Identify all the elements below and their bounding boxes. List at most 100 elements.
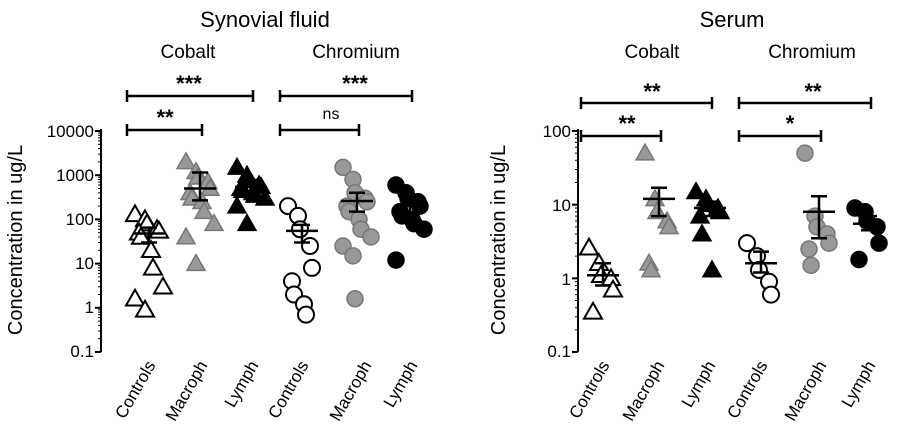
x-tick-labels: Controls Macroph Lymph Controls Macroph …: [111, 358, 421, 425]
group-label-cobalt: Cobalt: [625, 42, 681, 63]
data-point: [344, 247, 362, 265]
data-point: [134, 298, 156, 318]
data-point: [750, 260, 768, 279]
data-point: [124, 203, 146, 223]
y-tick-label: 10: [75, 254, 94, 273]
y-tick-label: 10: [552, 196, 571, 215]
x-tick-labels: Controls Macroph Lymph Controls Macroph …: [565, 358, 879, 425]
data-point: [187, 166, 209, 185]
data-point: [185, 253, 207, 272]
sem-error-bar: [141, 226, 157, 244]
data-point: [762, 285, 780, 304]
x-tick-label-lymph: Lymph: [838, 358, 880, 411]
data-point: [362, 228, 380, 246]
significance-label: ***: [342, 71, 368, 96]
data-point: [850, 250, 868, 269]
significance-label: ***: [176, 71, 202, 96]
y-tick-labels: 0.1 1 10 100: [543, 122, 571, 361]
x-tick-label-lymph: Lymph: [380, 358, 422, 411]
data-point: [203, 213, 225, 232]
sem-error-bar: [243, 178, 259, 194]
data-point: [640, 259, 662, 278]
data-point: [346, 290, 364, 308]
significance-bracket: [278, 90, 414, 102]
x-tick-label-lymph: Lymph: [678, 358, 720, 411]
x-tick-label-macroph: Macroph: [619, 358, 669, 425]
data-point: [602, 278, 624, 298]
x-tick-label-controls: Controls: [565, 358, 613, 422]
data-point: [578, 236, 600, 256]
y-axis-title: Concentration in ug/L: [5, 145, 27, 335]
data-point: [175, 226, 197, 245]
sem-error-bar: [349, 191, 365, 213]
significance-bracket: [737, 130, 823, 142]
significance-bracket: [579, 97, 714, 109]
sem-error-bar: [811, 195, 827, 240]
significance-bracket: [125, 124, 204, 136]
data-point: [236, 213, 258, 232]
significance-bracket: [125, 90, 255, 102]
y-tick-label: 1: [85, 298, 94, 317]
data-point: [796, 144, 814, 162]
significance-label: *: [786, 111, 795, 136]
data-point: [738, 234, 756, 253]
data-point: [140, 239, 162, 259]
plot-area: [572, 97, 888, 353]
data-point: [646, 201, 668, 220]
y-tick-label: 100: [66, 210, 94, 229]
data-point: [301, 237, 319, 256]
chart-serum: Serum Cobalt Chromium Concentration in u…: [488, 7, 888, 425]
sem-error-bar: [753, 250, 769, 274]
data-point: [152, 275, 174, 295]
data-point: [709, 201, 731, 220]
sem-error-bar: [861, 214, 877, 232]
significance-labels: ** ** * **: [618, 79, 822, 136]
data-point: [870, 234, 888, 252]
significance-label: ns: [323, 106, 340, 123]
data-point: [658, 216, 680, 235]
significance-labels: ** *** ns ***: [156, 71, 368, 130]
x-tick-label-macroph: Macroph: [162, 358, 212, 425]
data-point: [701, 259, 723, 278]
y-axis-title: Concentration in ug/L: [488, 145, 510, 335]
data-point: [303, 258, 321, 277]
significance-bracket: [278, 124, 361, 136]
group-label-chromium: Chromium: [312, 42, 400, 63]
y-tick-label: 1: [562, 270, 571, 289]
group-label-chromium: Chromium: [768, 42, 856, 63]
y-tick-label: 100: [543, 122, 571, 141]
data-point: [226, 195, 248, 214]
data-point: [334, 158, 352, 177]
data-point: [193, 201, 215, 220]
sem-error-bar: [595, 262, 611, 287]
significance-label: **: [804, 79, 822, 104]
data-point: [124, 287, 146, 307]
significance-label: **: [618, 111, 636, 136]
data-point: [582, 300, 604, 320]
y-tick-label: 0.1: [70, 342, 94, 361]
data-point: [868, 218, 886, 236]
chart-synovial-fluid: Synovial fluid Cobalt Chromium Concentra…: [5, 7, 433, 425]
sem-error-bar: [402, 199, 418, 216]
significance-label: **: [643, 79, 661, 104]
y-tick-labels: 0.1 1 10 100 1000 10000: [47, 122, 94, 361]
data-point: [226, 156, 248, 175]
sem-error-bar: [192, 171, 208, 202]
data-point: [175, 151, 197, 170]
significance-bracket: [579, 130, 663, 142]
significance-bracket: [737, 97, 873, 109]
y-tick-label: 0.1: [547, 342, 571, 361]
data-point: [685, 181, 707, 200]
sem-error-bar: [294, 223, 310, 244]
x-tick-label-controls: Controls: [111, 358, 159, 422]
sem-error-bar: [702, 200, 718, 218]
x-tick-label-macroph: Macroph: [781, 358, 831, 425]
data-point: [415, 220, 433, 238]
group-label-cobalt: Cobalt: [161, 42, 217, 63]
data-point: [802, 256, 820, 275]
y-tick-label: 10000: [47, 122, 94, 141]
x-tick-label-lymph: Lymph: [221, 358, 263, 411]
data-point: [634, 142, 656, 161]
data-point: [800, 240, 818, 258]
